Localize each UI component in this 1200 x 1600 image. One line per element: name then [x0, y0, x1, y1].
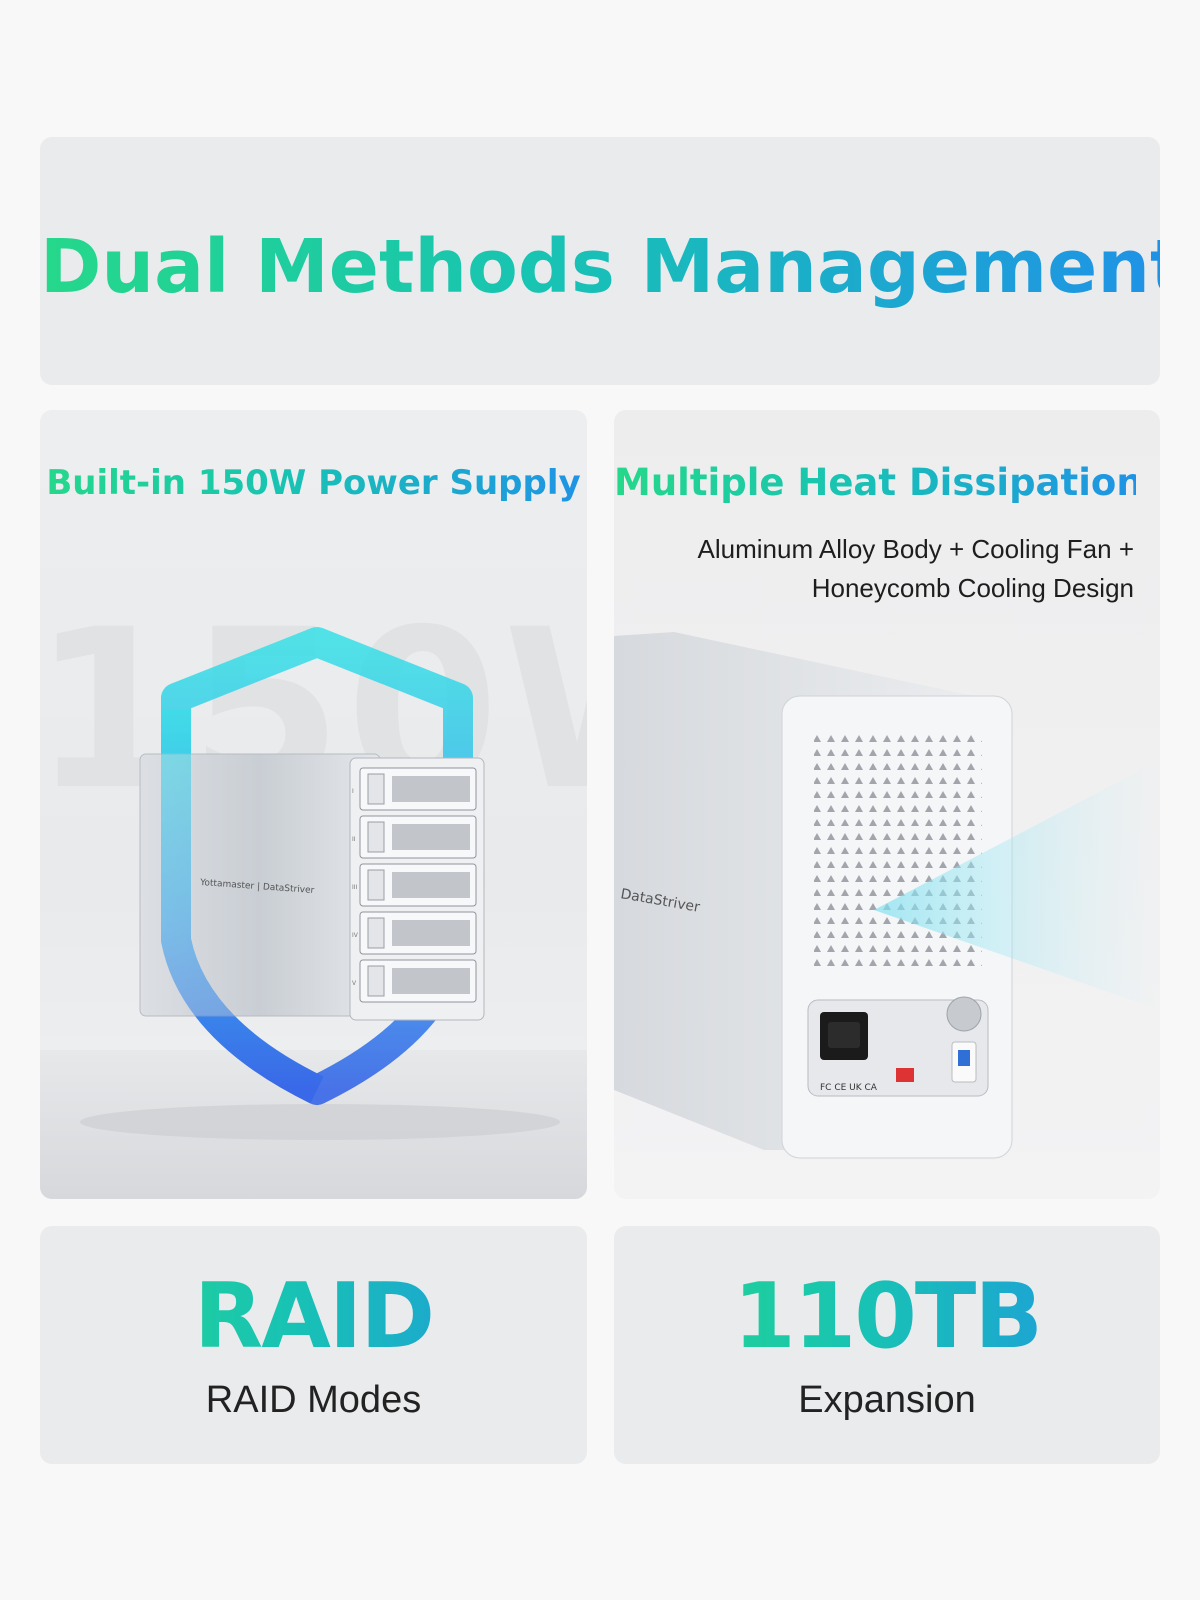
usb-port-icon: [958, 1050, 970, 1066]
bay-vent: [392, 920, 470, 946]
heat-dissipation-description: Aluminum Alloy Body + Cooling Fan + Hone…: [634, 530, 1134, 608]
bay-latch-icon: [367, 869, 385, 901]
capacity-stat-card: 110TB Expansion: [614, 1226, 1160, 1464]
bay-latch-icon: [367, 773, 385, 805]
capacity-label: Expansion: [798, 1379, 976, 1421]
power-supply-heading: Built-in 150W Power Supply: [40, 458, 587, 508]
bay-numeral: I: [352, 788, 354, 795]
bay-latch-icon: [367, 917, 385, 949]
page-title: Dual Methods Management: [40, 217, 1160, 317]
certification-marks: FC CE UK CA: [820, 1083, 878, 1093]
description-line-1: Aluminum Alloy Body + Cooling Fan +: [697, 534, 1134, 564]
bay-latch-icon: [367, 965, 385, 997]
description-line-2: Honeycomb Cooling Design: [811, 573, 1134, 603]
power-switch-icon: [946, 996, 982, 1032]
bay-vent: [392, 968, 470, 994]
bay-vent: [392, 872, 470, 898]
bay-numeral: IV: [352, 932, 359, 939]
bay-numeral: II: [352, 836, 356, 843]
bay-numeral: V: [352, 980, 357, 987]
bay-latch-icon: [367, 821, 385, 853]
heat-dissipation-card: Multiple Heat Dissipation Aluminum Alloy…: [614, 410, 1160, 1199]
airflow-streams: [874, 760, 1160, 1010]
raid-label: RAID Modes: [205, 1379, 422, 1421]
capacity-value: 110TB: [614, 1262, 1160, 1372]
bay-numeral: III: [352, 884, 358, 891]
raid-stat-card: RAID RAID Modes: [40, 1226, 587, 1464]
enclosure-rear-illustration: DataStriver FC CE UK CA: [614, 632, 1160, 1159]
power-supply-card: 150W Built-in 150W Power Supply: [40, 410, 587, 1199]
title-card: Dual Methods Management: [40, 137, 1160, 385]
heat-dissipation-heading: Multiple Heat Dissipation: [614, 458, 1143, 508]
raid-dip-switch-icon: [896, 1068, 914, 1082]
bay-vent: [392, 776, 470, 802]
raid-value: RAID: [40, 1262, 587, 1372]
bay-vent: [392, 824, 470, 850]
